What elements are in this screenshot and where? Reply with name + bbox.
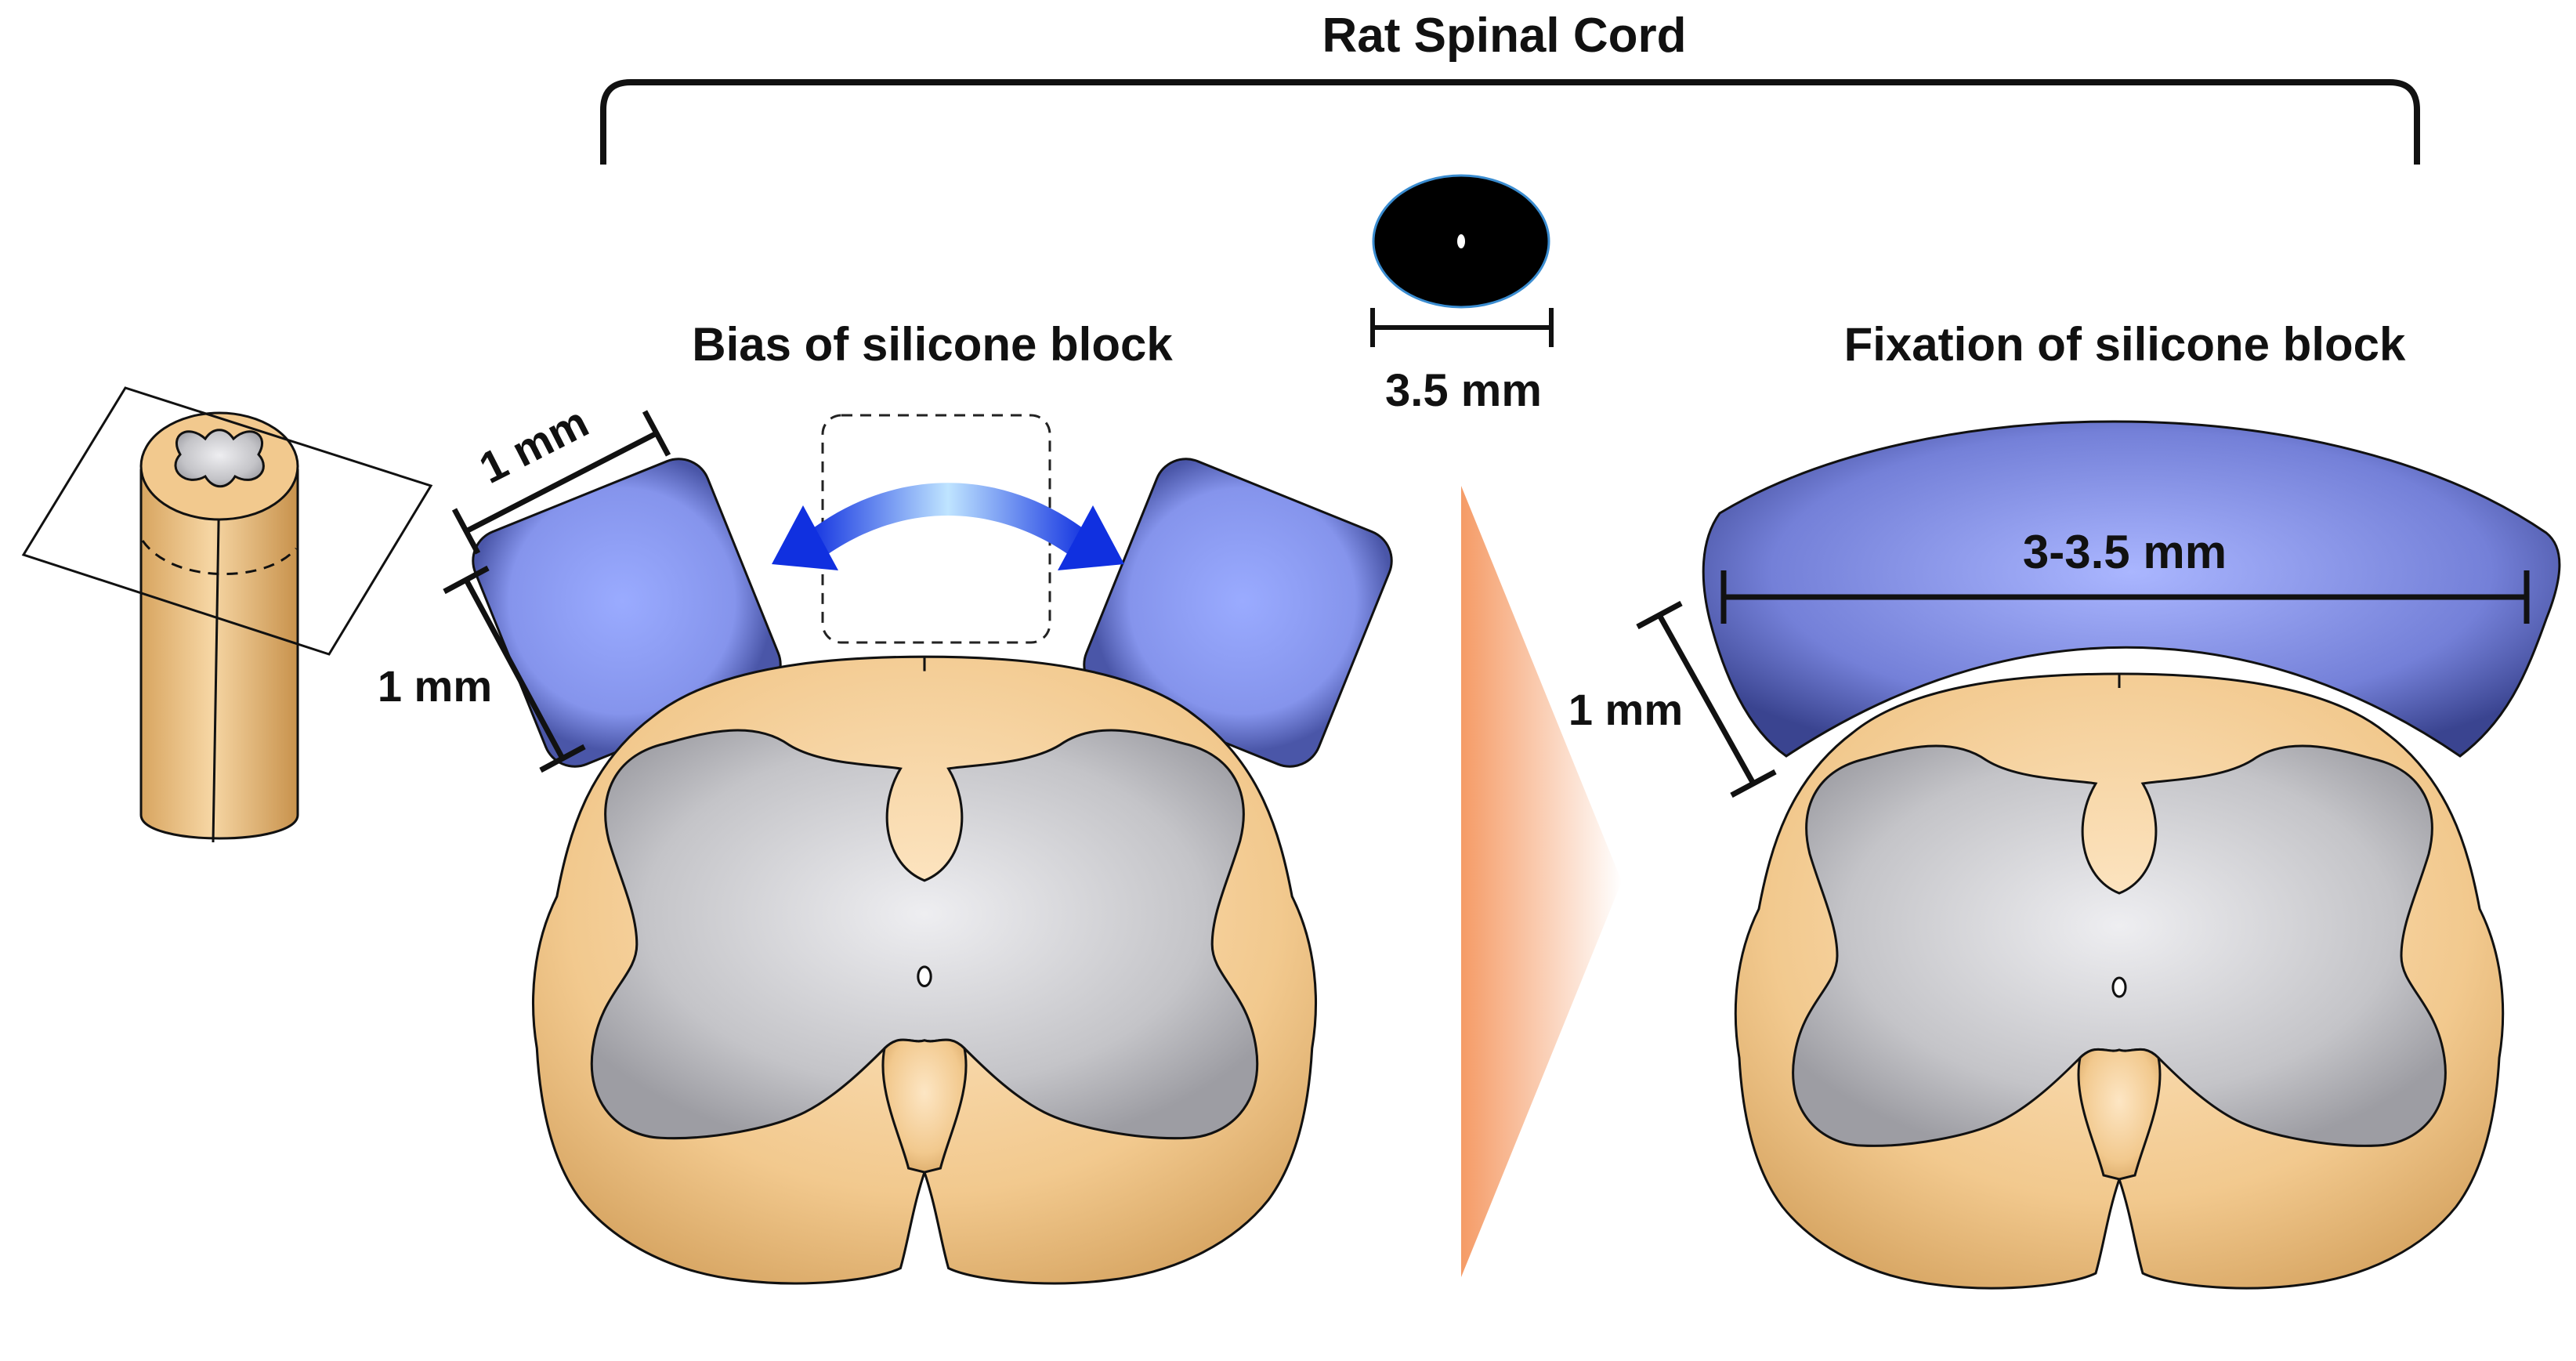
block-height-label: 1 mm <box>378 661 492 711</box>
block-width-label: 1 mm <box>472 396 596 493</box>
title-bracket <box>600 79 2420 165</box>
arch-height-dimension <box>1636 600 1777 798</box>
right-panel-heading: Fixation of silicone block <box>1844 318 2406 371</box>
spinal-cord-cross-section-left <box>531 655 1318 1285</box>
section-plane <box>21 386 433 656</box>
arch-width-dimension <box>1720 570 2530 624</box>
cord-section-thumbnail <box>1372 174 1550 309</box>
diameter-dimension <box>1370 308 1554 347</box>
diameter-label: 3.5 mm <box>1385 365 1542 416</box>
cord-column-illustration <box>21 386 433 843</box>
block-height-dimension <box>443 565 586 773</box>
left-panel-heading: Bias of silicone block <box>692 318 1173 371</box>
arch-width-label: 3-3.5 mm <box>2023 526 2227 578</box>
block-width-dimension <box>451 410 671 555</box>
arch-height-label: 1 mm <box>1568 685 1683 734</box>
curved-double-arrow-icon <box>772 483 1124 570</box>
dashed-block-outline <box>821 414 1051 644</box>
transition-triangle-icon <box>1461 486 1622 1277</box>
silicone-block-arch <box>1702 420 2561 758</box>
figure-title: Rat Spinal Cord <box>1322 9 1686 63</box>
spinal-cord-cross-section-right <box>1734 672 2505 1290</box>
